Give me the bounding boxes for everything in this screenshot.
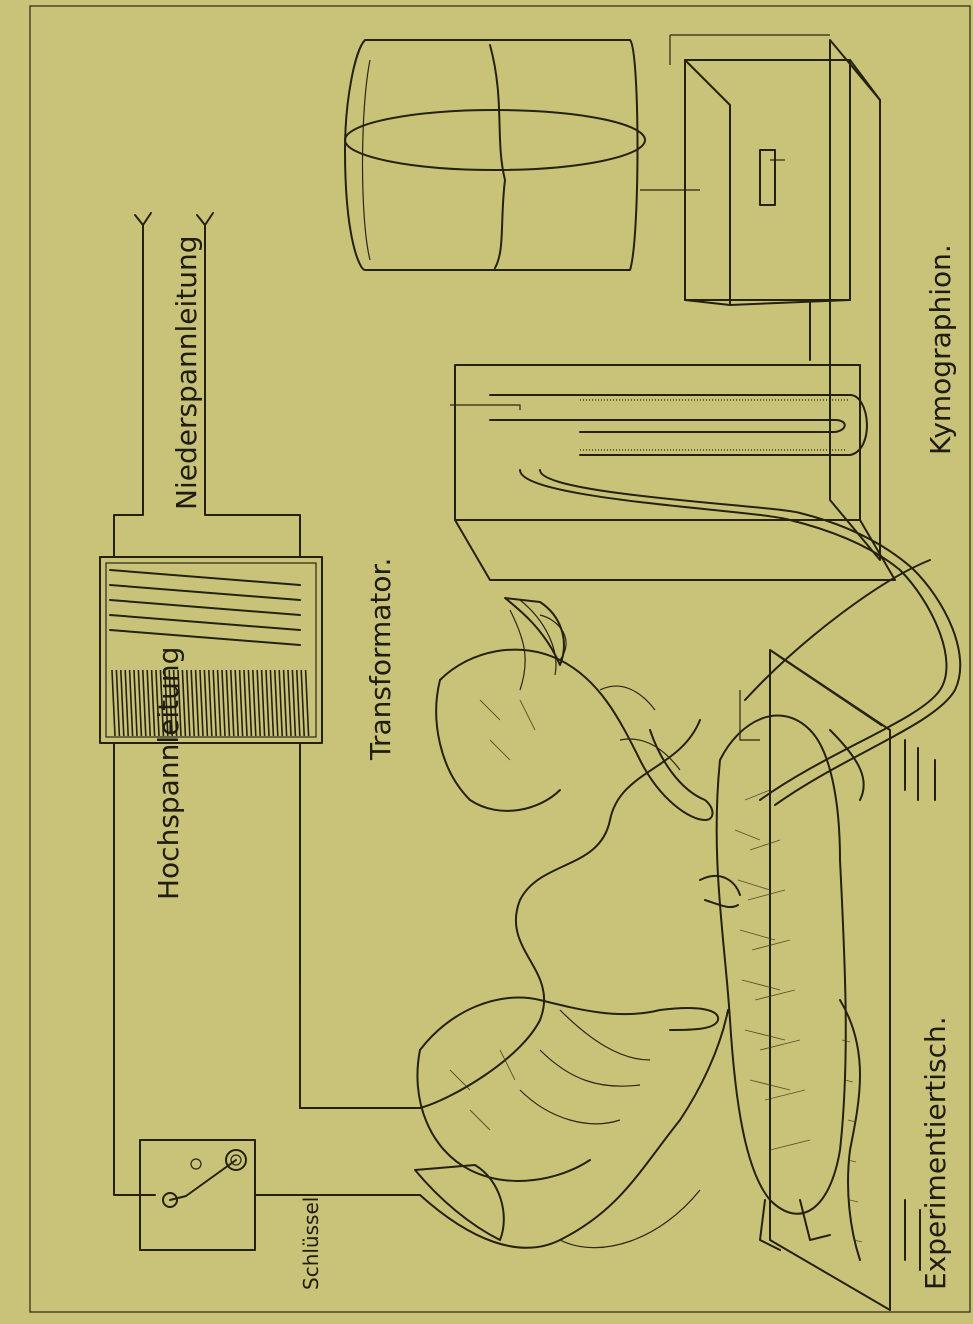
label-kymograph: Kymographion. (924, 244, 957, 455)
label-experiment-table: Experimentiertisch. (919, 1016, 952, 1290)
label-low-voltage-line: Niederspannleitung (170, 235, 203, 510)
label-transformer: Transformator. (364, 558, 397, 761)
label-high-voltage-line: Hochspannleitung (152, 647, 185, 900)
label-key-switch: Schlüssel (299, 1197, 323, 1290)
